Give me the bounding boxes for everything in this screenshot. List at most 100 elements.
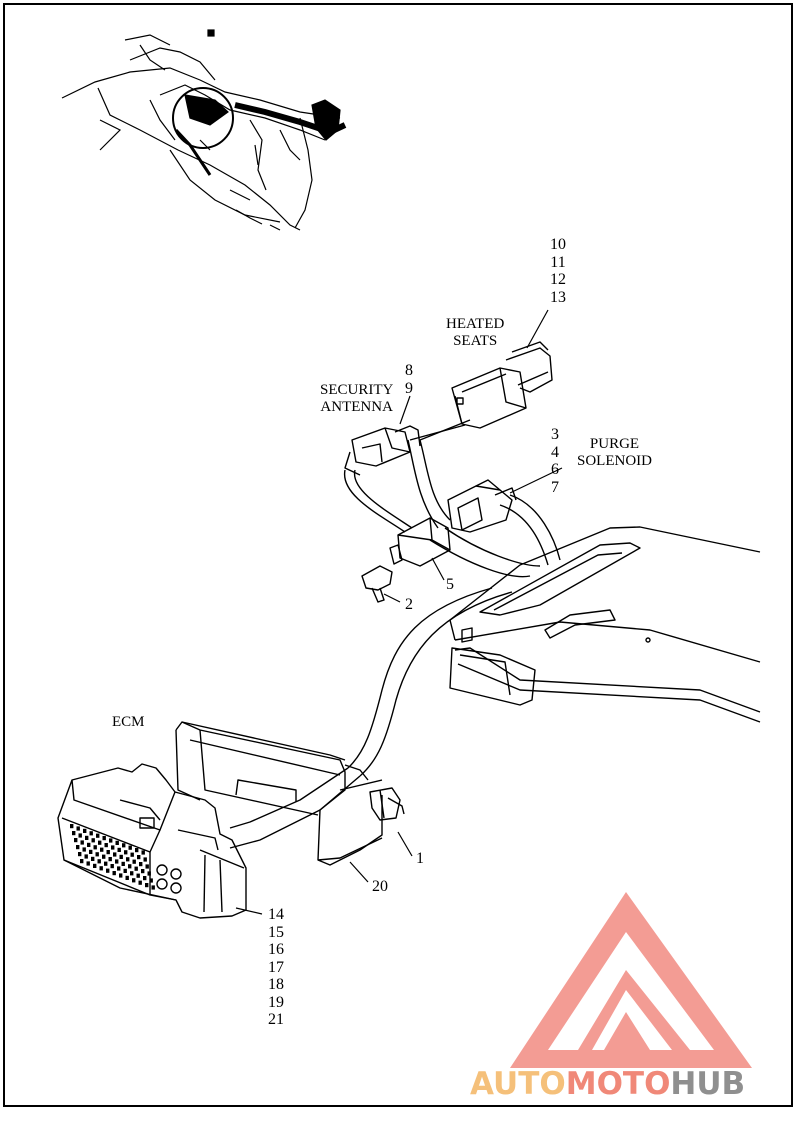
- ecm-pin: [104, 843, 108, 848]
- ecm-pin-grid: [70, 824, 182, 894]
- ecm-pin: [74, 838, 78, 843]
- ecm-pin: [112, 871, 116, 876]
- ecm-pin: [70, 824, 74, 829]
- ecm-pin: [119, 873, 123, 878]
- leader-heated-seats: [526, 309, 549, 349]
- callout-number: 17: [268, 958, 284, 976]
- leader-5: [431, 557, 445, 581]
- ecm-pin: [115, 859, 119, 864]
- callout-number: 4: [551, 443, 559, 461]
- ecm-pin: [98, 840, 102, 845]
- ecm-pin: [134, 866, 138, 871]
- watermark-triangle: [510, 892, 752, 1068]
- ecm-pin: [85, 835, 89, 840]
- ecm-pin: [136, 873, 140, 878]
- harness-assembly: [57, 341, 761, 919]
- leader-purge-solenoid: [509, 467, 563, 494]
- callout-2: 2: [405, 596, 413, 613]
- ecm-pin: [104, 861, 108, 866]
- ecm-pin: [126, 857, 130, 862]
- ecm-pin: [149, 878, 153, 883]
- ecm-pin: [143, 876, 147, 881]
- ecm-pin: [95, 852, 99, 857]
- ecm-pin: [89, 849, 93, 854]
- ecm-pin: [78, 833, 82, 838]
- ecm-pin: [130, 852, 134, 857]
- leader-security-antenna: [399, 395, 411, 425]
- callout-number: 18: [268, 976, 284, 993]
- ecm-pin: [102, 836, 106, 841]
- ecm-pin: [151, 885, 155, 890]
- ecm-pin: [143, 857, 147, 862]
- ecm-pin: [106, 850, 110, 855]
- ecm-pin: [110, 864, 114, 869]
- heated-seats-label: HEATED SEATS: [446, 316, 505, 349]
- callout-number: 10: [550, 236, 566, 253]
- watermark-logo: AUTOMOTOHUB: [470, 1066, 800, 1106]
- callout-number: 6: [551, 461, 559, 478]
- callout-5: 5: [446, 576, 454, 593]
- callout-number: 16: [268, 941, 284, 958]
- ecm-pin: [132, 878, 136, 883]
- callout-number: 7: [551, 478, 559, 496]
- watermark-hub: HUB: [670, 1066, 746, 1102]
- callout-heated-seats-parts: 10 11 12 13: [546, 236, 570, 306]
- ecm-pin: [99, 866, 103, 871]
- ecm-pin: [84, 854, 88, 859]
- callout-leaders: [235, 309, 563, 915]
- callout-number: 11: [550, 253, 566, 271]
- ecm-pin: [128, 845, 132, 850]
- ecm-pin: [124, 850, 128, 855]
- ecm-pin: [141, 850, 145, 855]
- diagram-frame: [3, 3, 793, 1107]
- ecm-pin: [80, 840, 84, 845]
- ecm-pin: [117, 866, 121, 871]
- watermark-moto: MOTO: [565, 1066, 671, 1102]
- callout-number: 9: [405, 379, 413, 397]
- ecm-pin: [130, 871, 134, 876]
- ecm-pin: [132, 859, 136, 864]
- ecm-pin: [125, 875, 129, 880]
- ecm-pin: [78, 852, 82, 857]
- ecm-pin: [111, 845, 115, 850]
- ecm-pin: [145, 883, 149, 888]
- ecm-pin: [141, 869, 145, 874]
- ecm-pin: [91, 856, 95, 861]
- callout-20: 20: [372, 878, 388, 895]
- ecm-pin: [119, 854, 123, 859]
- leader-ecm-connector: [235, 907, 263, 915]
- callout-number: 21: [268, 1011, 284, 1028]
- leader-2: [383, 593, 401, 603]
- ecm-label: ECM: [112, 714, 145, 730]
- ecm-pin: [123, 868, 127, 873]
- callout-number: 12: [550, 271, 566, 288]
- ecm-pin: [91, 838, 95, 843]
- ecm-pin: [108, 857, 112, 862]
- ecm-pin: [121, 861, 125, 866]
- ecm-pin: [87, 842, 91, 847]
- callout-number: 13: [550, 288, 566, 306]
- callout-number: 8: [405, 362, 413, 379]
- locator-thumbnail: [61, 29, 347, 231]
- watermark-auto: AUTO: [470, 1066, 566, 1102]
- ecm-pin: [86, 861, 90, 866]
- callout-number: 14: [268, 906, 284, 923]
- ecm-pin: [76, 826, 80, 831]
- ecm-pin: [135, 848, 139, 853]
- ecm-pin: [109, 838, 113, 843]
- ecm-pin: [93, 845, 97, 850]
- ecm-pin: [89, 831, 93, 836]
- callout-ecm-connector-parts: 14 15 16 17 18 19 21: [264, 906, 288, 1029]
- callout-1: 1: [416, 850, 424, 867]
- ecm-pin: [117, 847, 121, 852]
- ecm-pin: [100, 847, 104, 852]
- ecm-pin: [93, 863, 97, 868]
- ecm-pin: [122, 843, 126, 848]
- ecm-pin: [128, 864, 132, 869]
- ecm-pin: [106, 868, 110, 873]
- callout-number: 19: [268, 993, 284, 1011]
- ecm-pin: [137, 855, 141, 860]
- ecm-pin: [102, 854, 106, 859]
- ecm-pin: [72, 831, 76, 836]
